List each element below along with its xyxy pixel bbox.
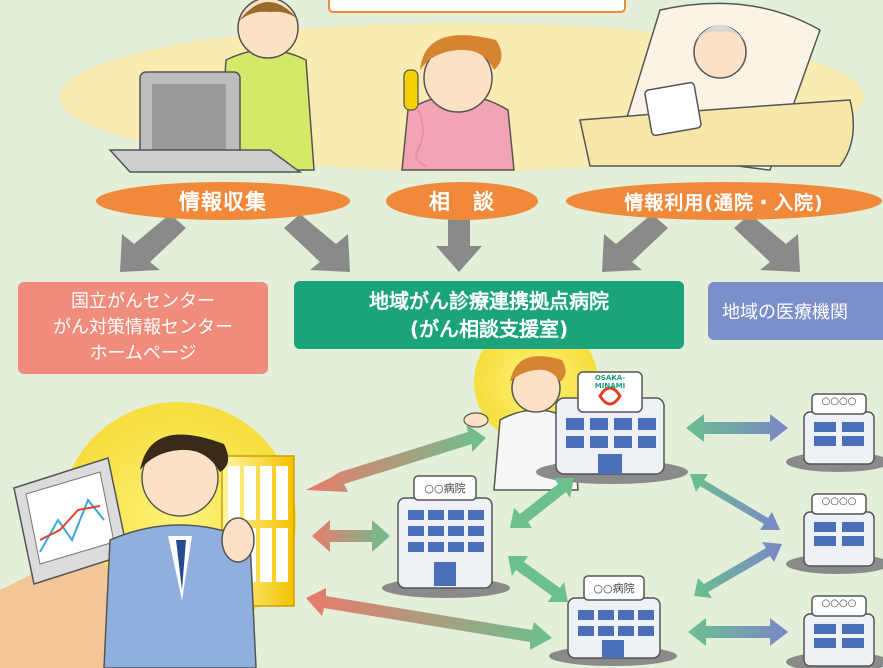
category-info-use: 情報利用(通院・入院) [566, 182, 882, 220]
businessman-illustration [103, 434, 257, 668]
category-info-use-label: 情報利用(通院・入院) [624, 191, 824, 214]
hospital-2-building [549, 575, 677, 666]
category-info-collect: 情報収集 [96, 182, 350, 220]
arrow-hospital2-clinic3 [688, 618, 788, 646]
ncc-line-2: がん対策情報センター [53, 317, 233, 338]
category-consult-label: 相 談 [429, 190, 495, 214]
computer-monitor-illustration [13, 457, 129, 585]
grey-arrows [120, 214, 800, 272]
woman-on-phone-illustration [401, 35, 515, 171]
man-at-computer-illustration [108, 0, 315, 173]
arrow-hospital2-clinic2 [694, 542, 782, 598]
connection-arrows [306, 414, 788, 650]
arrow-consult-down [436, 214, 482, 272]
ncc-line-3: ホームページ [89, 343, 197, 364]
arrow-hospital1-hospital2 [508, 556, 568, 602]
arrow-hub-clinic1 [686, 414, 788, 442]
arrow-hub-clinic2 [690, 474, 780, 530]
category-info-collect-label: 情報収集 [179, 190, 267, 214]
local-medical-label: 地域の医療機関 [722, 302, 848, 323]
hub-line-2: (がん相談支援室) [409, 317, 569, 341]
clinic-3-label: ○○○○ [821, 598, 857, 609]
header-box [328, 0, 626, 13]
ncc-box: 国立がんセンター がん対策情報センター ホームページ [18, 282, 268, 374]
arrow-collect-left [120, 214, 186, 272]
hub-hospital-building [536, 371, 688, 484]
pill-shape [386, 182, 538, 220]
arrow-hospital1-hub [510, 478, 574, 528]
pill-shape [566, 182, 882, 220]
hospital-2-label: ○○病院 [593, 582, 635, 595]
clinic-1-building [786, 393, 883, 472]
arrow-pc-to-hub [306, 424, 486, 492]
clinic-1-label: ○○○○ [821, 396, 857, 407]
category-consult: 相 談 [386, 182, 538, 220]
arrow-pc-to-hospital2 [306, 588, 552, 650]
hub-line-1: 地域がん診療連携拠点病院 [369, 289, 609, 313]
arrow-use-left [602, 214, 668, 272]
hub-hospital-box: 地域がん診療連携拠点病院 (がん相談支援室) [294, 281, 684, 349]
ncc-line-1: 国立がんセンター [71, 291, 215, 312]
pill-shape [96, 182, 350, 220]
local-medical-box: 地域の医療機関 [708, 282, 883, 340]
arrow-collect-right [284, 214, 350, 272]
hospital-1-building [382, 475, 510, 598]
hub-sign-label: OSAKA-MINAMI [594, 374, 626, 390]
clinic-3-building [786, 595, 883, 668]
hospital-1-label: ○○病院 [424, 482, 466, 495]
elderly-patient-illustration [579, 2, 855, 171]
clinic-2-label: ○○○○ [821, 496, 857, 507]
arrow-pc-to-hospital1 [312, 520, 390, 552]
clinic-2-building [786, 493, 883, 574]
arrow-use-right [734, 214, 800, 272]
